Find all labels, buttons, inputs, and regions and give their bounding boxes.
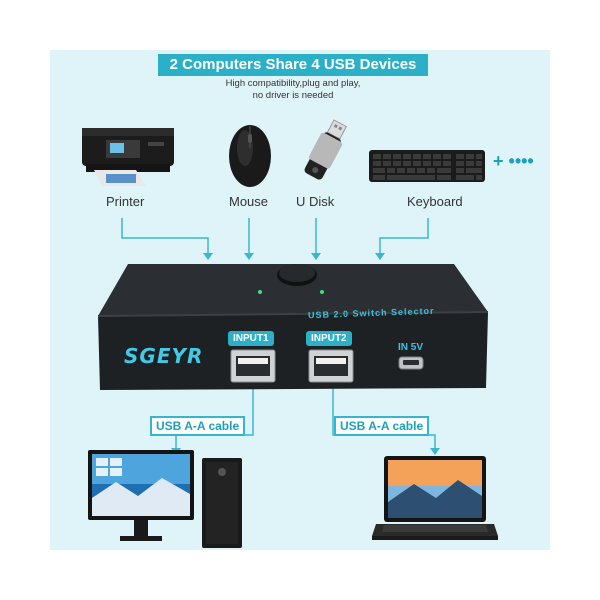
more-devices-indicator: + •••• bbox=[493, 151, 534, 171]
brand-logo: SGEYR bbox=[124, 344, 204, 368]
usb-port-input2[interactable] bbox=[308, 349, 354, 383]
right-cable-label: USB A-A cable bbox=[334, 416, 430, 436]
usb-port-input1[interactable] bbox=[230, 349, 276, 383]
headline-banner: 2 Computers Share 4 USB Devices bbox=[158, 54, 428, 76]
infographic-panel: 2 Computers Share 4 USB Devices High com… bbox=[50, 50, 550, 550]
usb-switch-box bbox=[97, 264, 489, 390]
input1-label: INPUT1 bbox=[228, 331, 274, 346]
led-indicator-1 bbox=[258, 290, 262, 294]
micro-usb-power-port[interactable] bbox=[398, 356, 424, 370]
input2-label: INPUT2 bbox=[306, 331, 352, 346]
desktop-computer-image bbox=[88, 450, 242, 548]
mouse-image bbox=[229, 125, 271, 187]
subtitle-line-2: no driver is needed bbox=[252, 90, 334, 101]
led-indicator-2 bbox=[320, 290, 324, 294]
keyboard-label: Keyboard bbox=[407, 194, 463, 209]
subtitle-line-1: High compatibility,plug and play, bbox=[225, 78, 361, 89]
printer-label: Printer bbox=[106, 194, 145, 209]
printer-image bbox=[82, 128, 174, 186]
udisk-image bbox=[304, 119, 347, 180]
udisk-label: U Disk bbox=[296, 194, 335, 209]
mouse-label: Mouse bbox=[229, 194, 269, 209]
subtitle: High compatibility,plug and play, no dri… bbox=[190, 78, 396, 102]
laptop-image bbox=[372, 456, 498, 540]
left-cable-label: USB A-A cable bbox=[150, 416, 246, 436]
power-input-label: IN 5V bbox=[398, 342, 424, 353]
keyboard-image bbox=[369, 150, 485, 182]
switch-push-button[interactable] bbox=[276, 262, 318, 288]
